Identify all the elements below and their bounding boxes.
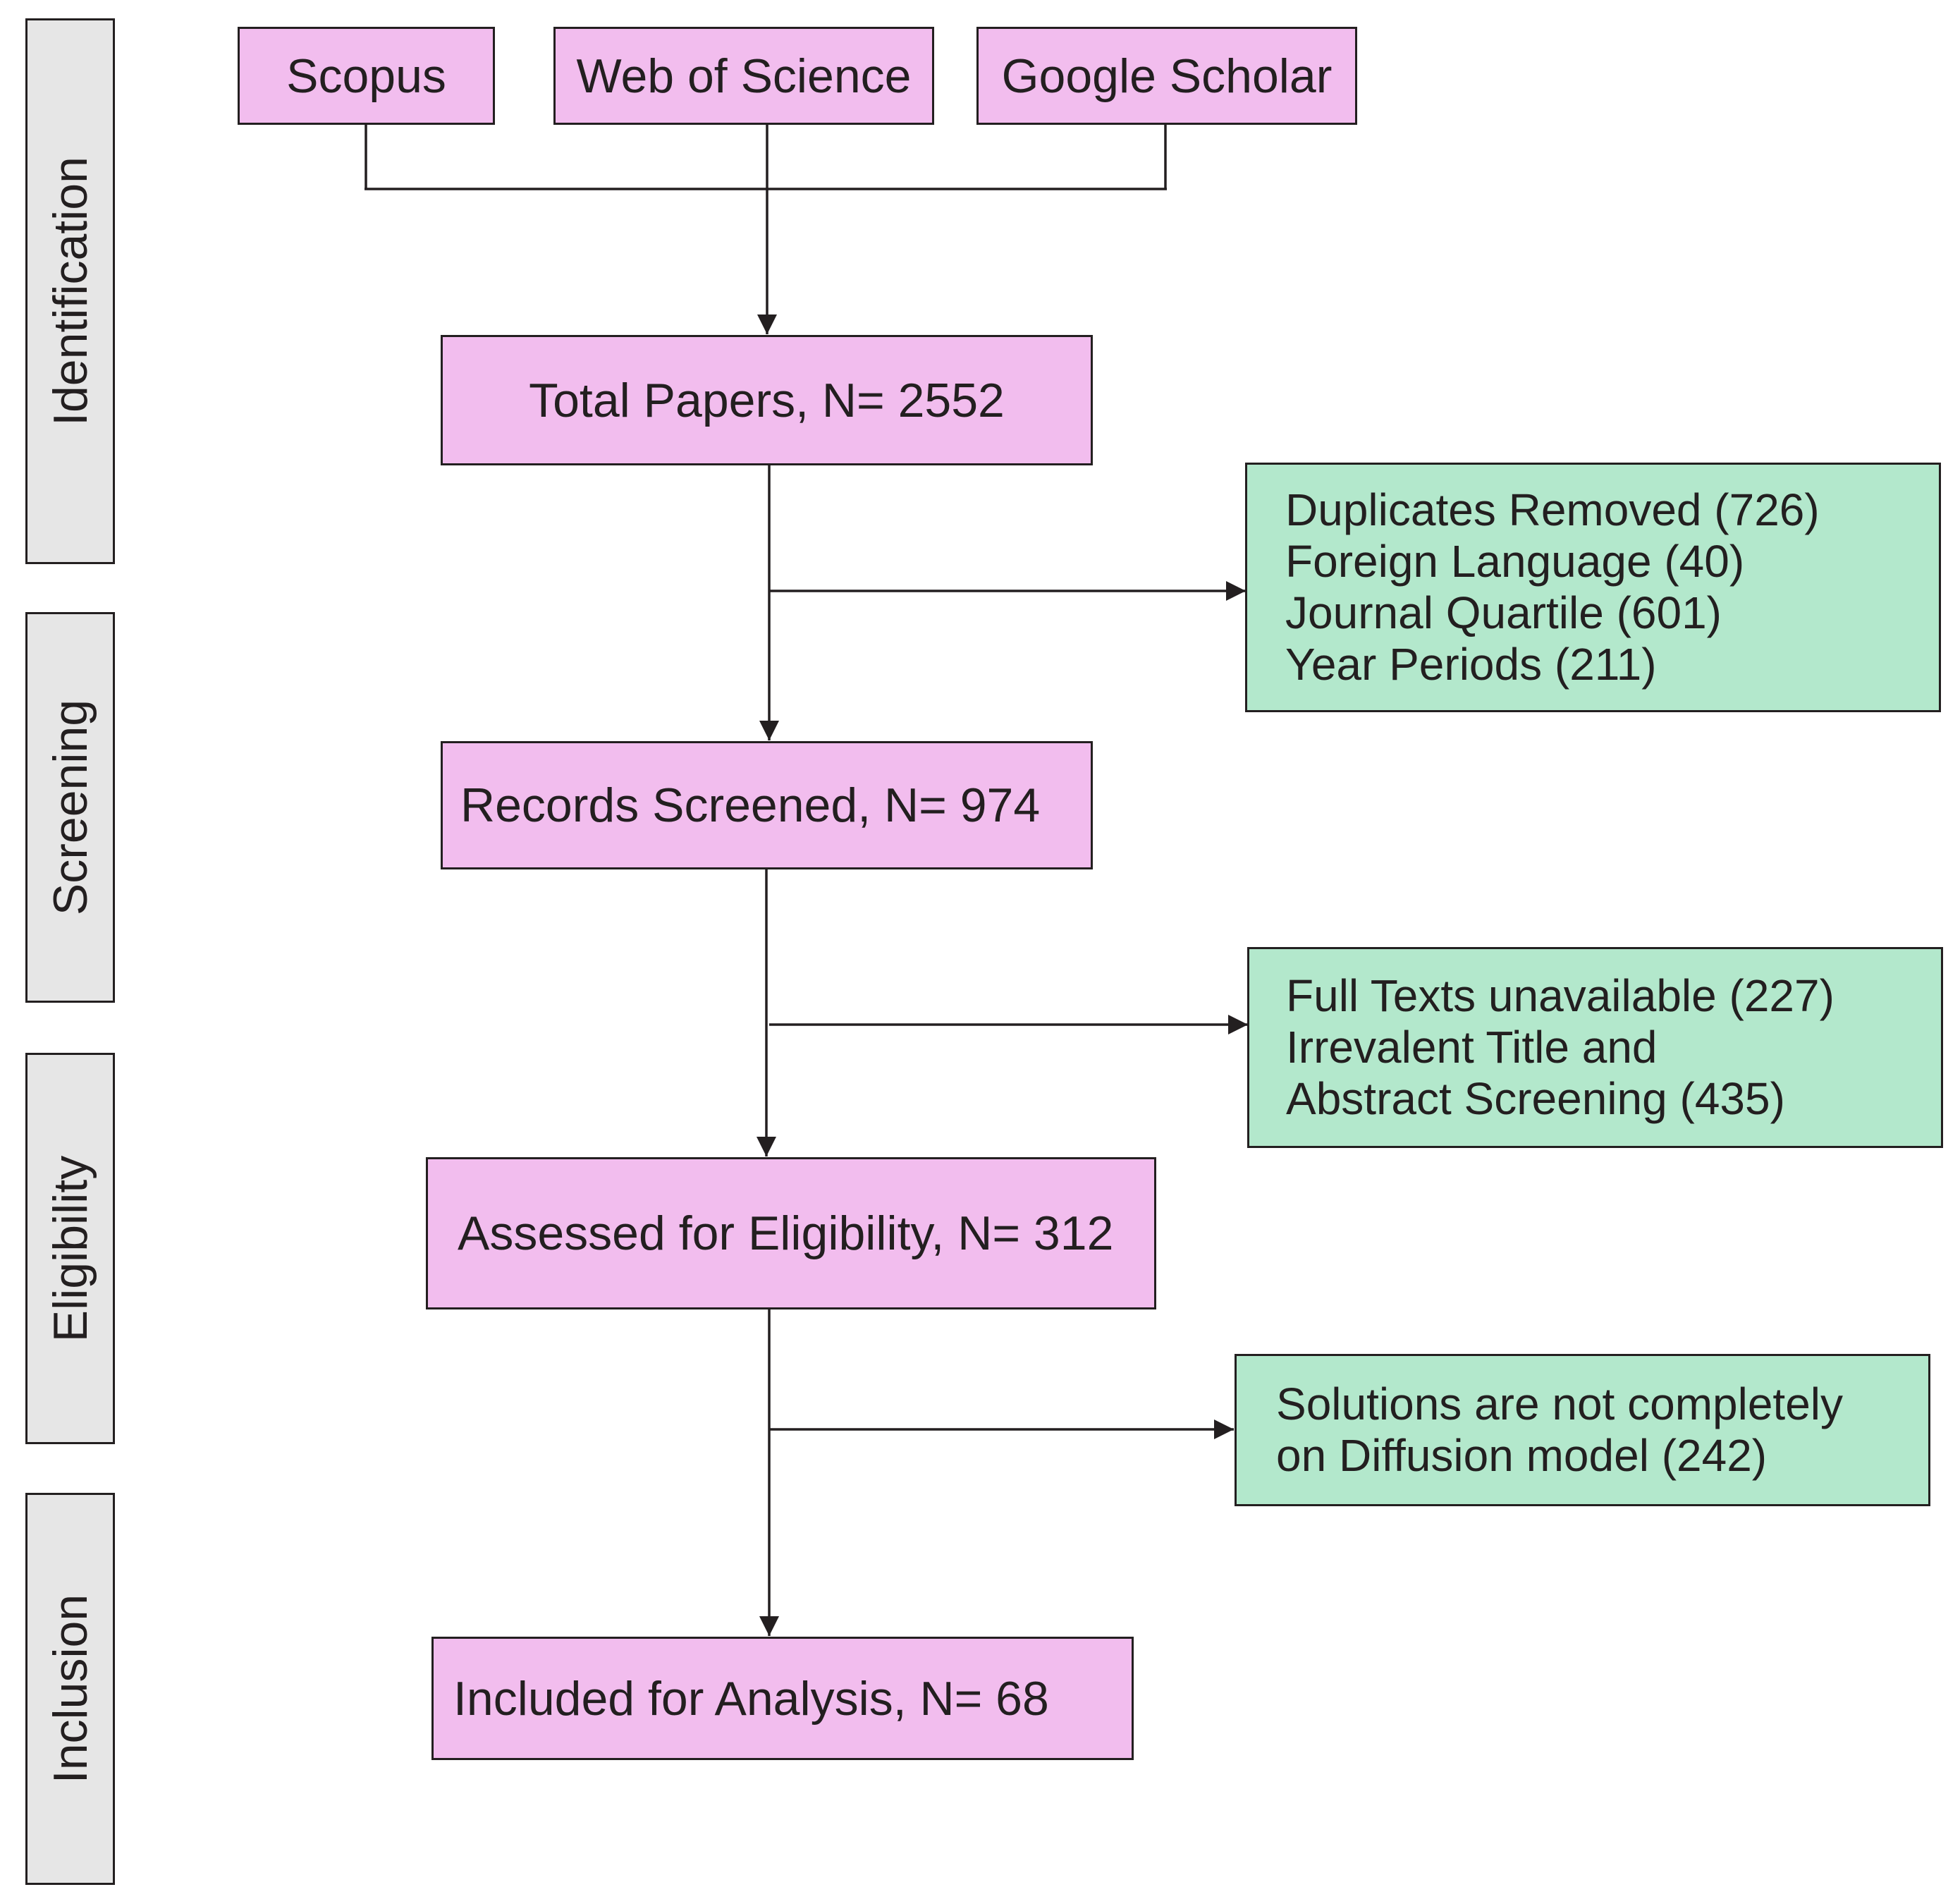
exclusion-solutions-line1: Solutions are not completely <box>1276 1379 1843 1429</box>
exclusion-box-screening: Full Texts unavailable (227) Irrevalent … <box>1247 947 1943 1148</box>
stage-label-inclusion: Inclusion <box>25 1493 115 1885</box>
source-box-scopus: Scopus <box>238 27 495 125</box>
exclusion-box-identification: Duplicates Removed (726) Foreign Languag… <box>1245 463 1941 712</box>
source-web-of-science-label: Web of Science <box>576 49 912 103</box>
exclusion-journal-quartile: Journal Quartile (601) <box>1285 587 1722 638</box>
stage-label-eligibility: Eligibility <box>25 1053 115 1444</box>
exclusion-solutions-line2: on Diffusion model (242) <box>1276 1430 1768 1481</box>
source-google-scholar-label: Google Scholar <box>1001 49 1333 103</box>
exclusion-foreign-language: Foreign Language (40) <box>1285 536 1745 587</box>
exclusion-irrelevant-title: Irrevalent Title and <box>1286 1022 1658 1073</box>
source-scopus-label: Scopus <box>286 49 446 103</box>
exclusion-year-periods: Year Periods (211) <box>1285 639 1657 690</box>
records-screened-label: Records Screened, N= 974 <box>460 778 1041 832</box>
source-box-google-scholar: Google Scholar <box>976 27 1357 125</box>
exclusion-full-texts: Full Texts unavailable (227) <box>1286 970 1835 1021</box>
included-analysis-label: Included for Analysis, N= 68 <box>453 1671 1049 1726</box>
source-box-web-of-science: Web of Science <box>553 27 934 125</box>
exclusion-box-eligibility: Solutions are not completely on Diffusio… <box>1235 1354 1930 1506</box>
assessed-eligibility-box: Assessed for Eligibility, N= 312 <box>426 1157 1156 1309</box>
exclusion-abstract-screening: Abstract Screening (435) <box>1286 1073 1785 1124</box>
exclusion-duplicates: Duplicates Removed (726) <box>1285 484 1820 535</box>
stage-label-identification: Identification <box>25 18 115 564</box>
included-analysis-box: Included for Analysis, N= 68 <box>431 1637 1134 1760</box>
stage-label-screening: Screening <box>25 612 115 1003</box>
records-screened-box: Records Screened, N= 974 <box>441 741 1093 869</box>
total-papers-box: Total Papers, N= 2552 <box>441 335 1093 465</box>
total-papers-label: Total Papers, N= 2552 <box>529 373 1005 427</box>
assessed-eligibility-label: Assessed for Eligibility, N= 312 <box>458 1207 1114 1260</box>
